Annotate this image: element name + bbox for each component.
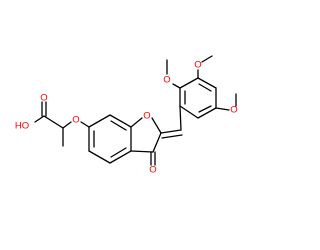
bond — [179, 105, 182, 131]
bond — [88, 150, 111, 164]
bond — [110, 147, 127, 158]
ether-oxygen-label: O — [72, 115, 79, 126]
carbonyl-oxygen-label: O — [40, 93, 47, 104]
methoxy-oxygen-label: O — [163, 75, 170, 86]
molecule-canvas: HO O O O O O O O — [14, 55, 238, 176]
hydroxyl-label: HO — [15, 121, 29, 132]
bond — [215, 107, 230, 111]
bond — [179, 77, 199, 89]
bond — [198, 83, 212, 92]
bond — [110, 120, 127, 131]
bond — [43, 115, 64, 129]
methoxy-oxygen-label: O — [230, 105, 237, 116]
bond — [198, 105, 212, 113]
bond — [197, 77, 217, 89]
ketone-oxygen-label: O — [149, 165, 156, 176]
bond — [160, 129, 182, 134]
bond — [109, 150, 132, 164]
bond — [130, 150, 154, 153]
bond — [62, 121, 72, 129]
bond — [197, 107, 217, 119]
bond — [179, 105, 199, 119]
furan-oxygen-label: O — [143, 111, 150, 122]
bond — [152, 132, 162, 153]
bond — [88, 114, 111, 128]
bond — [80, 121, 90, 128]
bond — [201, 55, 213, 63]
bond — [109, 114, 132, 128]
bond — [172, 83, 181, 89]
bond — [130, 117, 143, 128]
structure-diagram: HO O O O O O O O — [15, 55, 238, 176]
bond — [151, 117, 162, 134]
bond — [161, 134, 183, 139]
methoxy-oxygen-label: O — [194, 60, 201, 71]
bond — [34, 115, 45, 123]
